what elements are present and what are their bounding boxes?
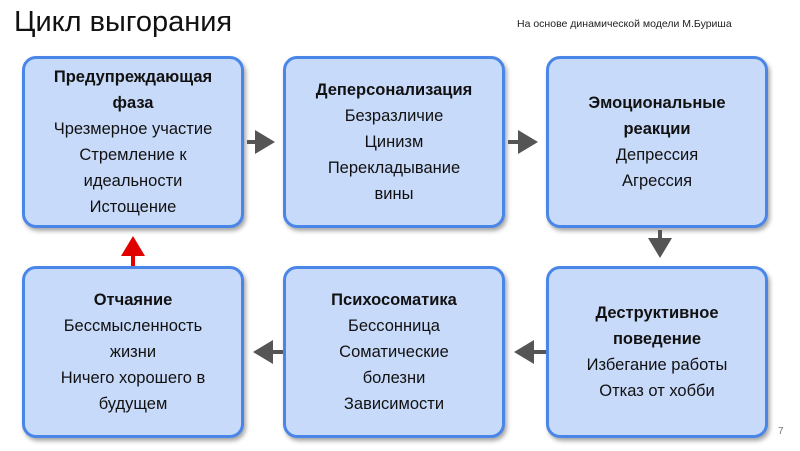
stage-card-despair: Отчаяние Бессмысленность жизни Ничего хо… bbox=[22, 266, 244, 438]
stage-item: жизни bbox=[109, 343, 157, 361]
stage-card-warning-phase: Предупреждающая фаза Чрезмерное участие … bbox=[22, 56, 244, 228]
stage-item: Перекладывание bbox=[327, 159, 461, 177]
stage-item: Депрессия bbox=[615, 146, 699, 164]
page-title: Цикл выгорания bbox=[14, 6, 233, 38]
stage-item: будущем bbox=[98, 395, 168, 413]
page-number: 7 bbox=[778, 426, 784, 437]
stage-item: Соматические bbox=[339, 343, 449, 361]
source-note: На основе динамической модели М.Буриша bbox=[517, 18, 732, 30]
stage-item: Избегание работы bbox=[586, 356, 728, 374]
stage-title: поведение bbox=[612, 330, 702, 348]
stage-title: Психосоматика bbox=[331, 291, 457, 309]
stage-card-psychosomatics: Психосоматика Бессонница Соматические бо… bbox=[283, 266, 505, 438]
stage-item: Агрессия bbox=[621, 172, 693, 190]
stage-item: Бессмысленность bbox=[63, 317, 203, 335]
stage-card-destructive-behavior: Деструктивное поведение Избегание работы… bbox=[546, 266, 768, 438]
stage-item: вины bbox=[374, 185, 414, 203]
stage-item: идеальности bbox=[83, 172, 183, 190]
stage-card-emotional-reactions: Эмоциональные реакции Депрессия Агрессия bbox=[546, 56, 768, 228]
stage-item: Чрезмерное участие bbox=[53, 120, 213, 138]
stage-item: Ничего хорошего в bbox=[60, 369, 206, 387]
stage-title: фаза bbox=[112, 94, 154, 112]
stage-title: Предупреждающая bbox=[53, 68, 213, 86]
stage-title: Деперсонализация bbox=[315, 81, 473, 99]
stage-title: Эмоциональные bbox=[588, 94, 726, 112]
stage-item: Стремление к bbox=[79, 146, 187, 164]
stage-title: Деструктивное bbox=[595, 304, 719, 322]
stage-title: Отчаяние bbox=[93, 291, 173, 309]
stage-item: Зависимости bbox=[343, 395, 445, 413]
stage-item: Цинизм bbox=[364, 133, 424, 151]
stage-item: болезни bbox=[362, 369, 426, 387]
stage-item: Безразличие bbox=[344, 107, 444, 125]
stage-item: Бессонница bbox=[348, 317, 440, 335]
stage-item: Истощение bbox=[89, 198, 177, 216]
stage-title: реакции bbox=[623, 120, 691, 138]
stage-card-depersonalization: Деперсонализация Безразличие Цинизм Пере… bbox=[283, 56, 505, 228]
stage-item: Отказ от хобби bbox=[599, 382, 715, 400]
